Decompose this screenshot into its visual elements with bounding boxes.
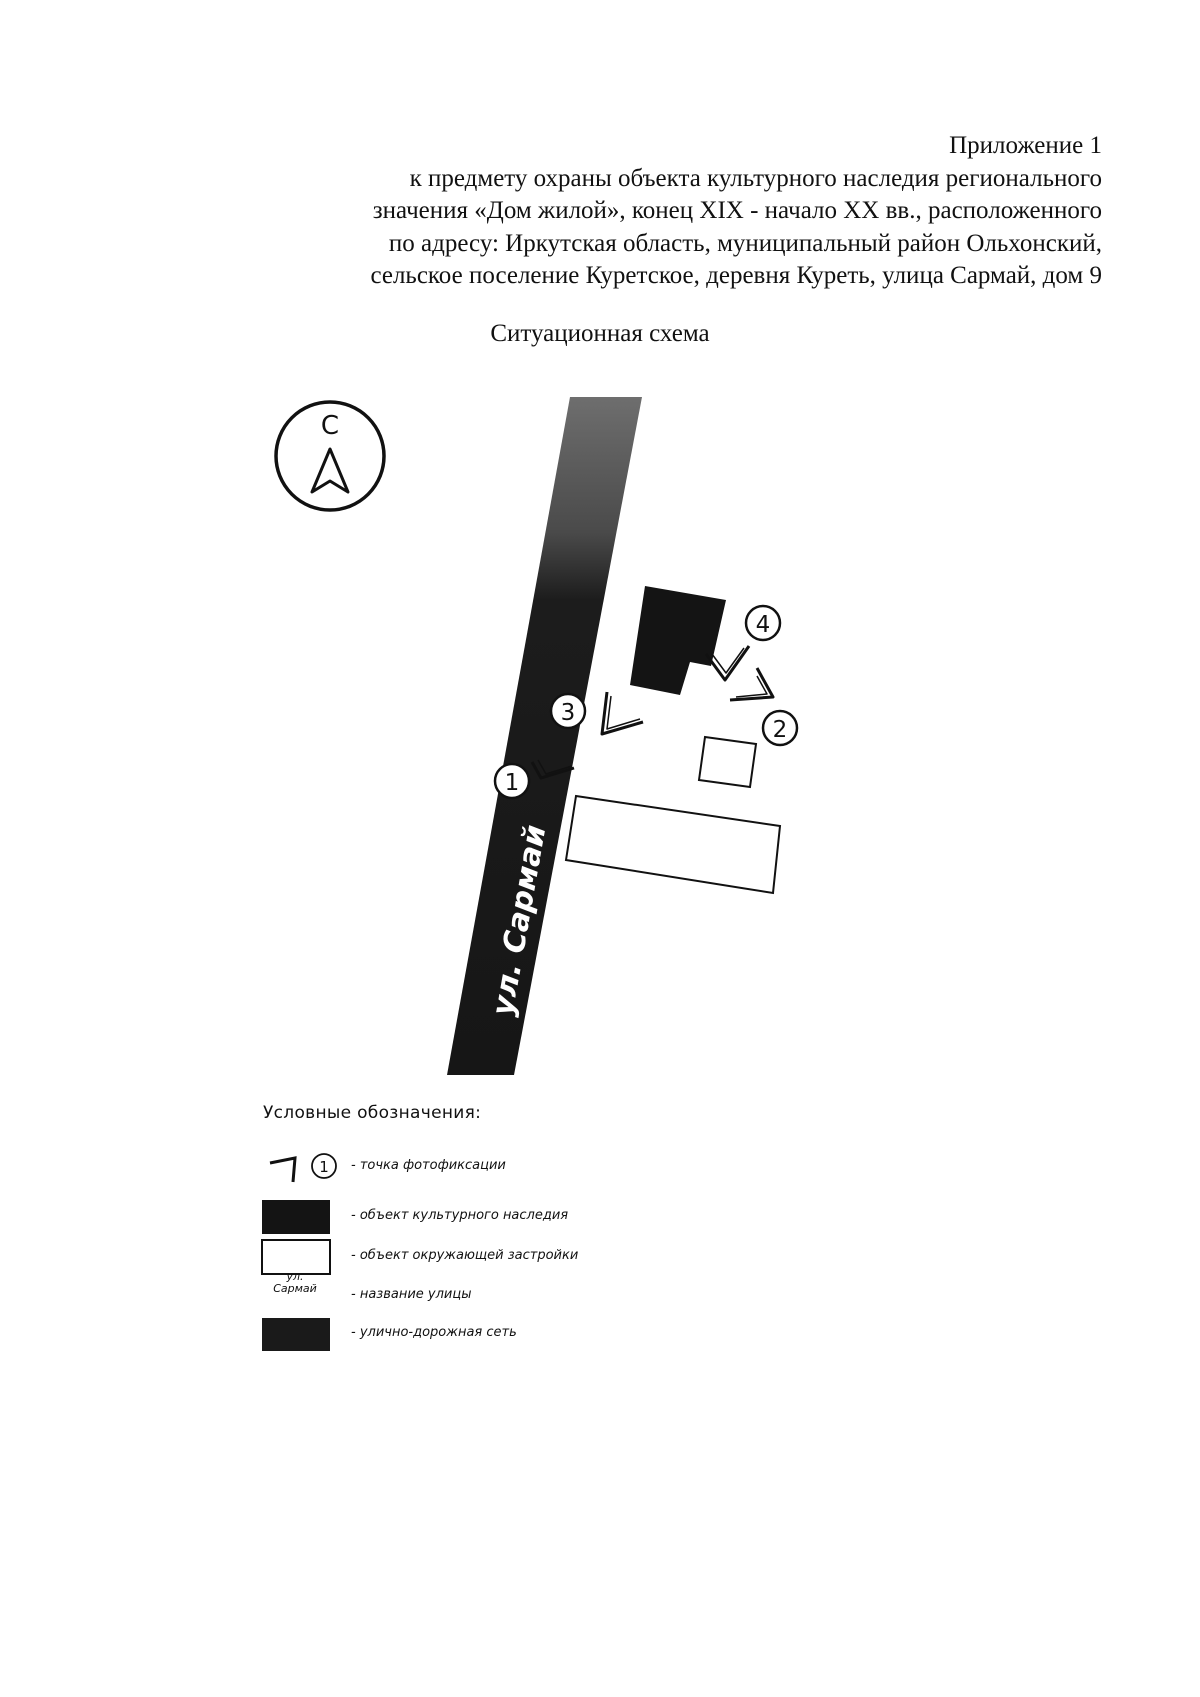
svg-text:1: 1 [319, 1158, 329, 1176]
header-line-3: значения «Дом жилой», конец XIX - начало… [372, 197, 1102, 224]
legend-surrounding-text: - объект окружающей застройки [351, 1248, 579, 1263]
photo-direction-1 [530, 759, 575, 780]
header-line-4: по адресу: Иркутская область, муниципаль… [388, 229, 1102, 257]
heritage-object-house [630, 586, 726, 695]
svg-text:1: 1 [505, 770, 520, 796]
street-sarmai-road [447, 397, 642, 1075]
photo-direction-4 [704, 645, 751, 682]
header-line-5: сельское поселение Куретское, деревня Ку… [370, 262, 1102, 289]
photo-point-4: 4 [744, 604, 782, 642]
surrounding-building-large [564, 794, 782, 895]
svg-text:3: 3 [561, 700, 576, 726]
scheme-title: Ситуационная схема [490, 320, 710, 347]
photo-direction-3 [600, 691, 644, 736]
compass-north-letter: С [321, 411, 339, 441]
legend-surrounding-swatch [261, 1239, 331, 1275]
legend-photo-point-text: - точка фотофиксации [351, 1158, 506, 1173]
legend-street-name-sample: ул. Сармай [264, 1271, 326, 1295]
compass: С [274, 400, 386, 512]
legend-street-sample-line2: Сармай [273, 1282, 317, 1295]
legend-road-text: - улично-дорожная сеть [351, 1325, 517, 1340]
legend-photo-point-symbol: 1 [269, 1153, 337, 1183]
photo-point-1: 1 [493, 762, 531, 800]
appendix-header: Приложение 1 к предмету охраны объекта к… [202, 130, 1102, 293]
legend-street-sample-line1: ул. [286, 1270, 304, 1283]
photo-point-3: 3 [549, 692, 587, 730]
header-line-2: к предмету охраны объекта культурного на… [409, 164, 1102, 192]
compass-ring [274, 400, 386, 512]
surrounding-building-small [697, 735, 758, 789]
legend-road-swatch [262, 1318, 330, 1351]
svg-text:4: 4 [756, 612, 771, 638]
legend-title: Условные обозначения: [263, 1103, 482, 1123]
legend-heritage-swatch [262, 1200, 330, 1234]
legend-heritage-text: - объект культурного наследия [351, 1208, 569, 1223]
legend-street-name-text: - название улицы [351, 1287, 472, 1302]
north-arrow-icon [310, 447, 350, 494]
photo-direction-2 [729, 667, 775, 702]
photo-point-2: 2 [761, 709, 799, 747]
svg-text:2: 2 [773, 717, 788, 743]
appendix-number: Приложение 1 [949, 132, 1102, 159]
